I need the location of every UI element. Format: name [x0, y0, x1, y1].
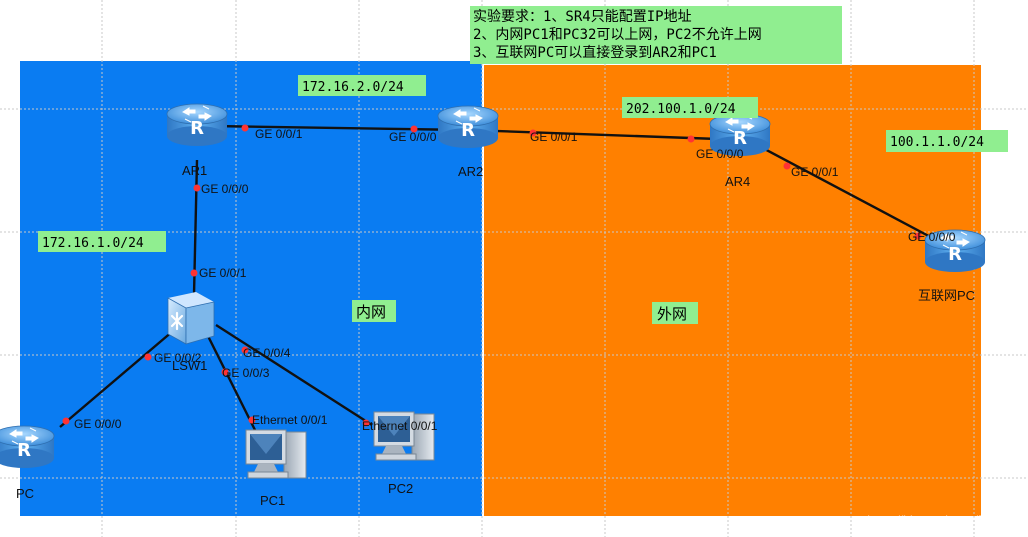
- device-label-pc1: PC1: [260, 493, 285, 508]
- router-ar1[interactable]: [166, 103, 228, 147]
- pc-pc1[interactable]: [245, 429, 307, 479]
- port-label: GE 0/0/2: [154, 351, 202, 365]
- link-ar1-ar2: [211, 124, 469, 132]
- device-label-ar1: AR1: [182, 163, 207, 178]
- subnet-202-100-1: 202.100.1.0/24: [626, 102, 736, 117]
- port-dot: [221, 368, 229, 376]
- router-icon: [437, 105, 499, 149]
- port-dot: [144, 353, 152, 361]
- watermark-text: https://blog.csdn.net/RuiIDS: [867, 513, 1016, 527]
- port-dot: [193, 184, 201, 192]
- zone-label-outer: 外网: [657, 305, 687, 323]
- port-dot: [687, 135, 695, 143]
- pc-pc2[interactable]: [373, 411, 435, 461]
- link-ar2-ar4: [467, 128, 719, 141]
- requirements-bg: [470, 6, 842, 64]
- device-labels: AR1 AR2 AR4 LSW1 PC PC1 PC2 互联网PC: [16, 163, 975, 508]
- port-label: GE 0/0/1: [255, 127, 303, 141]
- link-ar4-internet-pc: [739, 134, 956, 252]
- router-ar2[interactable]: [437, 105, 499, 149]
- subnet-label-bg: [622, 97, 758, 118]
- device-label-lsw: LSW1: [172, 358, 207, 373]
- port-label: GE 0/0/3: [222, 366, 270, 380]
- port-dot: [241, 124, 249, 132]
- port-label: GE 0/0/0: [696, 147, 744, 161]
- device-label-ar2: AR2: [458, 164, 483, 179]
- subnet-172-16-1: 172.16.1.0/24: [42, 236, 144, 251]
- port-label: Ethernet 0/0/1: [252, 413, 328, 427]
- zone-label-inner: 内网: [356, 303, 386, 321]
- links: [59, 124, 956, 433]
- port-dot: [362, 419, 370, 427]
- requirement-line-3: 3、互联网PC可以直接登录到AR2和PC1: [473, 44, 717, 61]
- device-label-pc: PC: [16, 486, 34, 501]
- subnet-labels: 172.16.2.0/24 202.100.1.0/24 100.1.1.0/2…: [38, 75, 1008, 252]
- port-dot: [241, 346, 249, 354]
- switch-lsw1[interactable]: [167, 292, 215, 345]
- link-lsw-pc: [59, 324, 181, 428]
- port-label: GE 0/0/4: [243, 346, 291, 360]
- device-label-ar4: AR4: [725, 174, 750, 189]
- desktop-pc-icon: [373, 411, 435, 461]
- port-dot: [914, 232, 922, 240]
- router-icon: [166, 103, 228, 147]
- subnet-label-bg: [886, 130, 1008, 152]
- subnet-label-bg: [298, 75, 426, 96]
- requirements-box: 实验要求：1、SR4只能配置IP地址 2、内网PC1和PC32可以上网，PC2不…: [470, 6, 842, 64]
- port-label: GE 0/0/0: [908, 230, 956, 244]
- desktop-pc-icon: [245, 429, 307, 479]
- zone-label-bg: [652, 302, 698, 324]
- port-label: GE 0/0/1: [530, 130, 578, 144]
- router-icon: [0, 425, 55, 469]
- port-label: GE 0/0/1: [791, 165, 839, 179]
- subnet-172-16-2: 172.16.2.0/24: [302, 80, 404, 95]
- requirement-line-1: 实验要求：1、SR4只能配置IP地址: [473, 9, 692, 25]
- port-dot: [410, 125, 418, 133]
- port-label: GE 0/0/1: [199, 266, 247, 280]
- device-label-internet-pc: 互联网PC: [918, 288, 975, 303]
- subnet-label-bg: [38, 231, 166, 252]
- port-label: GE 0/0/0: [389, 130, 437, 144]
- subnet-100-1-1: 100.1.1.0/24: [890, 135, 984, 150]
- link-lsw-pc1: [203, 329, 258, 433]
- port-label: GE 0/0/0: [201, 182, 249, 196]
- port-dots: [62, 124, 922, 427]
- device-label-pc2: PC2: [388, 481, 413, 496]
- port-dot: [529, 129, 537, 137]
- port-dot: [62, 417, 70, 425]
- port-labels: GE 0/0/1 GE 0/0/0 GE 0/0/1 GE 0/0/0 GE 0…: [74, 127, 956, 433]
- zone-label-bg: [352, 300, 396, 322]
- l3-switch-icon: [167, 292, 215, 345]
- port-label: GE 0/0/0: [74, 417, 122, 431]
- link-lsw-pc2: [215, 323, 373, 427]
- requirement-line-2: 2、内网PC1和PC32可以上网，PC2不允许上网: [473, 27, 762, 43]
- port-label: Ethernet 0/0/1: [362, 419, 438, 433]
- port-dot: [190, 269, 198, 277]
- port-dot: [248, 416, 256, 424]
- router-pc[interactable]: [0, 425, 55, 469]
- port-dot: [783, 162, 791, 170]
